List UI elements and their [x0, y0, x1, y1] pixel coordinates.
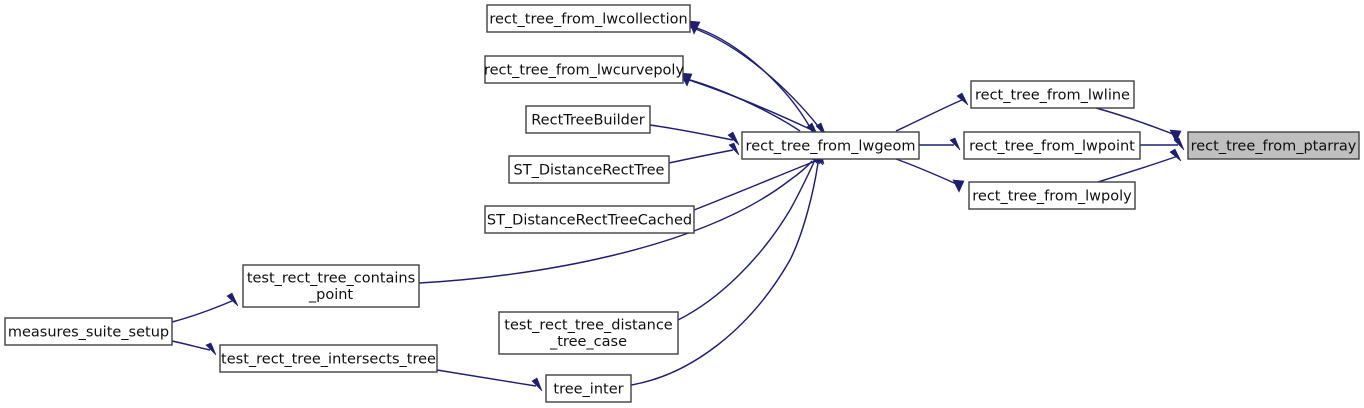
edge-line	[630, 162, 819, 386]
arrowhead-icon	[728, 142, 740, 156]
node-label: ST_DistanceRectTreeCached	[487, 213, 692, 229]
node-recttreebuilder[interactable]: RectTreeBuilder	[525, 105, 651, 134]
edge-measuressuitesetup-to-testintersectstree	[171, 340, 217, 356]
arrowhead-icon	[949, 137, 961, 151]
edge-line	[171, 340, 211, 351]
node-lwpoly[interactable]: rect_tree_from_lwpoly	[968, 181, 1136, 210]
arrowhead-icon	[205, 342, 217, 356]
node-box[interactable]	[1187, 131, 1360, 160]
node-box[interactable]	[963, 131, 1141, 160]
node-lwcollection[interactable]: rect_tree_from_lwcollection	[486, 4, 691, 33]
arrowhead-icon	[952, 179, 965, 193]
node-label: test_rect_tree_intersects_tree	[221, 352, 436, 368]
edge-line	[693, 159, 819, 211]
edge-lwpoly-to-ptarray	[1097, 148, 1182, 183]
node-label: rect_tree_from_lwcurvepoly	[484, 63, 685, 79]
edge-recttreebuilder-to-lwgeom	[649, 124, 740, 146]
node-label: ST_DistanceRectTree	[514, 163, 665, 179]
node-box[interactable]	[484, 205, 695, 234]
edge-line	[668, 149, 734, 164]
edge-lwgeom-to-lwcurvepoly	[679, 72, 801, 132]
edge-lwgeom-to-lwpoint	[919, 137, 961, 151]
node-lwgeom[interactable]: rect_tree_from_lwgeom	[741, 131, 920, 160]
edge-stdistancerecttree-to-lwgeom	[668, 142, 740, 164]
edge-lwgeom-to-lwline	[895, 92, 969, 132]
node-stdistancerecttreecached[interactable]: ST_DistanceRectTreeCached	[484, 205, 695, 234]
node-box[interactable]	[970, 80, 1135, 109]
node-label-line2: _tree_case	[549, 334, 627, 350]
edge-lwgeom-to-lwcollection	[688, 20, 813, 132]
edge-lwpoint-to-ptarray	[1140, 137, 1185, 151]
edge-testintersectstree-to-treeinter	[436, 369, 543, 392]
node-box[interactable]	[525, 105, 651, 134]
node-label-line1: test_rect_tree_distance	[504, 317, 673, 333]
arrowhead-icon	[1169, 129, 1182, 143]
node-testintersectstree[interactable]: test_rect_tree_intersects_tree	[219, 344, 438, 373]
node-label: RectTreeBuilder	[531, 113, 645, 129]
node-label: rect_tree_from_lwpoly	[972, 189, 1132, 205]
edge-line	[418, 160, 813, 284]
node-label: rect_tree_from_lwline	[975, 88, 1130, 104]
node-ptarray[interactable]: rect_tree_from_ptarray	[1187, 131, 1360, 160]
node-box[interactable]	[545, 374, 632, 403]
edge-line	[895, 158, 962, 187]
node-measuressuitesetup[interactable]: measures_suite_setup	[4, 317, 173, 346]
node-label: tree_inter	[553, 382, 623, 398]
node-box[interactable]	[508, 155, 670, 184]
edge-line	[1095, 107, 1179, 137]
node-box[interactable]	[219, 344, 438, 373]
arrowhead-icon	[226, 292, 239, 307]
edge-line	[895, 99, 963, 132]
edge-line	[696, 27, 813, 132]
edge-line	[436, 369, 537, 387]
arrowhead-icon	[531, 377, 543, 392]
arrowhead-icon	[1169, 148, 1182, 162]
node-box[interactable]	[968, 181, 1136, 210]
node-treeinter[interactable]: tree_inter	[545, 374, 632, 403]
node-box[interactable]	[484, 55, 684, 84]
edge-line	[171, 300, 233, 323]
node-lwline[interactable]: rect_tree_from_lwline	[970, 80, 1135, 109]
arrowhead-icon	[688, 20, 701, 35]
edge-lwgeom-to-lwpoly	[895, 158, 965, 193]
node-stdistancerecttree[interactable]: ST_DistanceRectTree	[508, 155, 670, 184]
node-layer: rect_tree_from_lwcollection rect_tree_fro…	[4, 4, 1360, 403]
edge-measuressuitesetup-to-testcontainspoint	[171, 292, 239, 323]
node-box[interactable]	[741, 131, 920, 160]
edge-line	[1097, 155, 1179, 183]
node-testcontainspoint[interactable]: test_rect_tree_contains_point	[242, 264, 420, 308]
node-lwcurvepoly[interactable]: rect_tree_from_lwcurvepoly	[484, 55, 685, 84]
edge-lwcurvepoly-to-lwgeom	[682, 77, 819, 137]
node-box[interactable]	[486, 4, 691, 33]
node-label: rect_tree_from_lwcollection	[489, 12, 687, 28]
arrowhead-icon	[1173, 137, 1185, 151]
edge-layer	[171, 20, 1185, 392]
node-lwpoint[interactable]: rect_tree_from_lwpoint	[963, 131, 1141, 160]
node-box[interactable]	[242, 264, 420, 308]
node-box[interactable]	[4, 317, 173, 346]
node-testdistancetreecase[interactable]: test_rect_tree_distance_tree_case	[498, 311, 679, 355]
node-label: measures_suite_setup	[8, 325, 169, 341]
arrowhead-icon	[727, 131, 740, 146]
edge-testdistancetreecase-to-lwgeom	[677, 152, 821, 321]
node-box[interactable]	[498, 311, 679, 355]
arrowhead-icon	[956, 92, 969, 106]
edge-lwline-to-ptarray	[1095, 107, 1182, 143]
node-label-line2: _point	[308, 287, 354, 303]
edge-line	[677, 161, 815, 321]
edge-line	[649, 124, 734, 141]
node-label: rect_tree_from_lwpoint	[969, 139, 1135, 155]
node-label: rect_tree_from_ptarray	[1191, 139, 1357, 155]
node-label: rect_tree_from_lwgeom	[746, 139, 916, 155]
edge-line	[689, 79, 801, 132]
node-label-line1: test_rect_tree_contains	[247, 270, 415, 286]
